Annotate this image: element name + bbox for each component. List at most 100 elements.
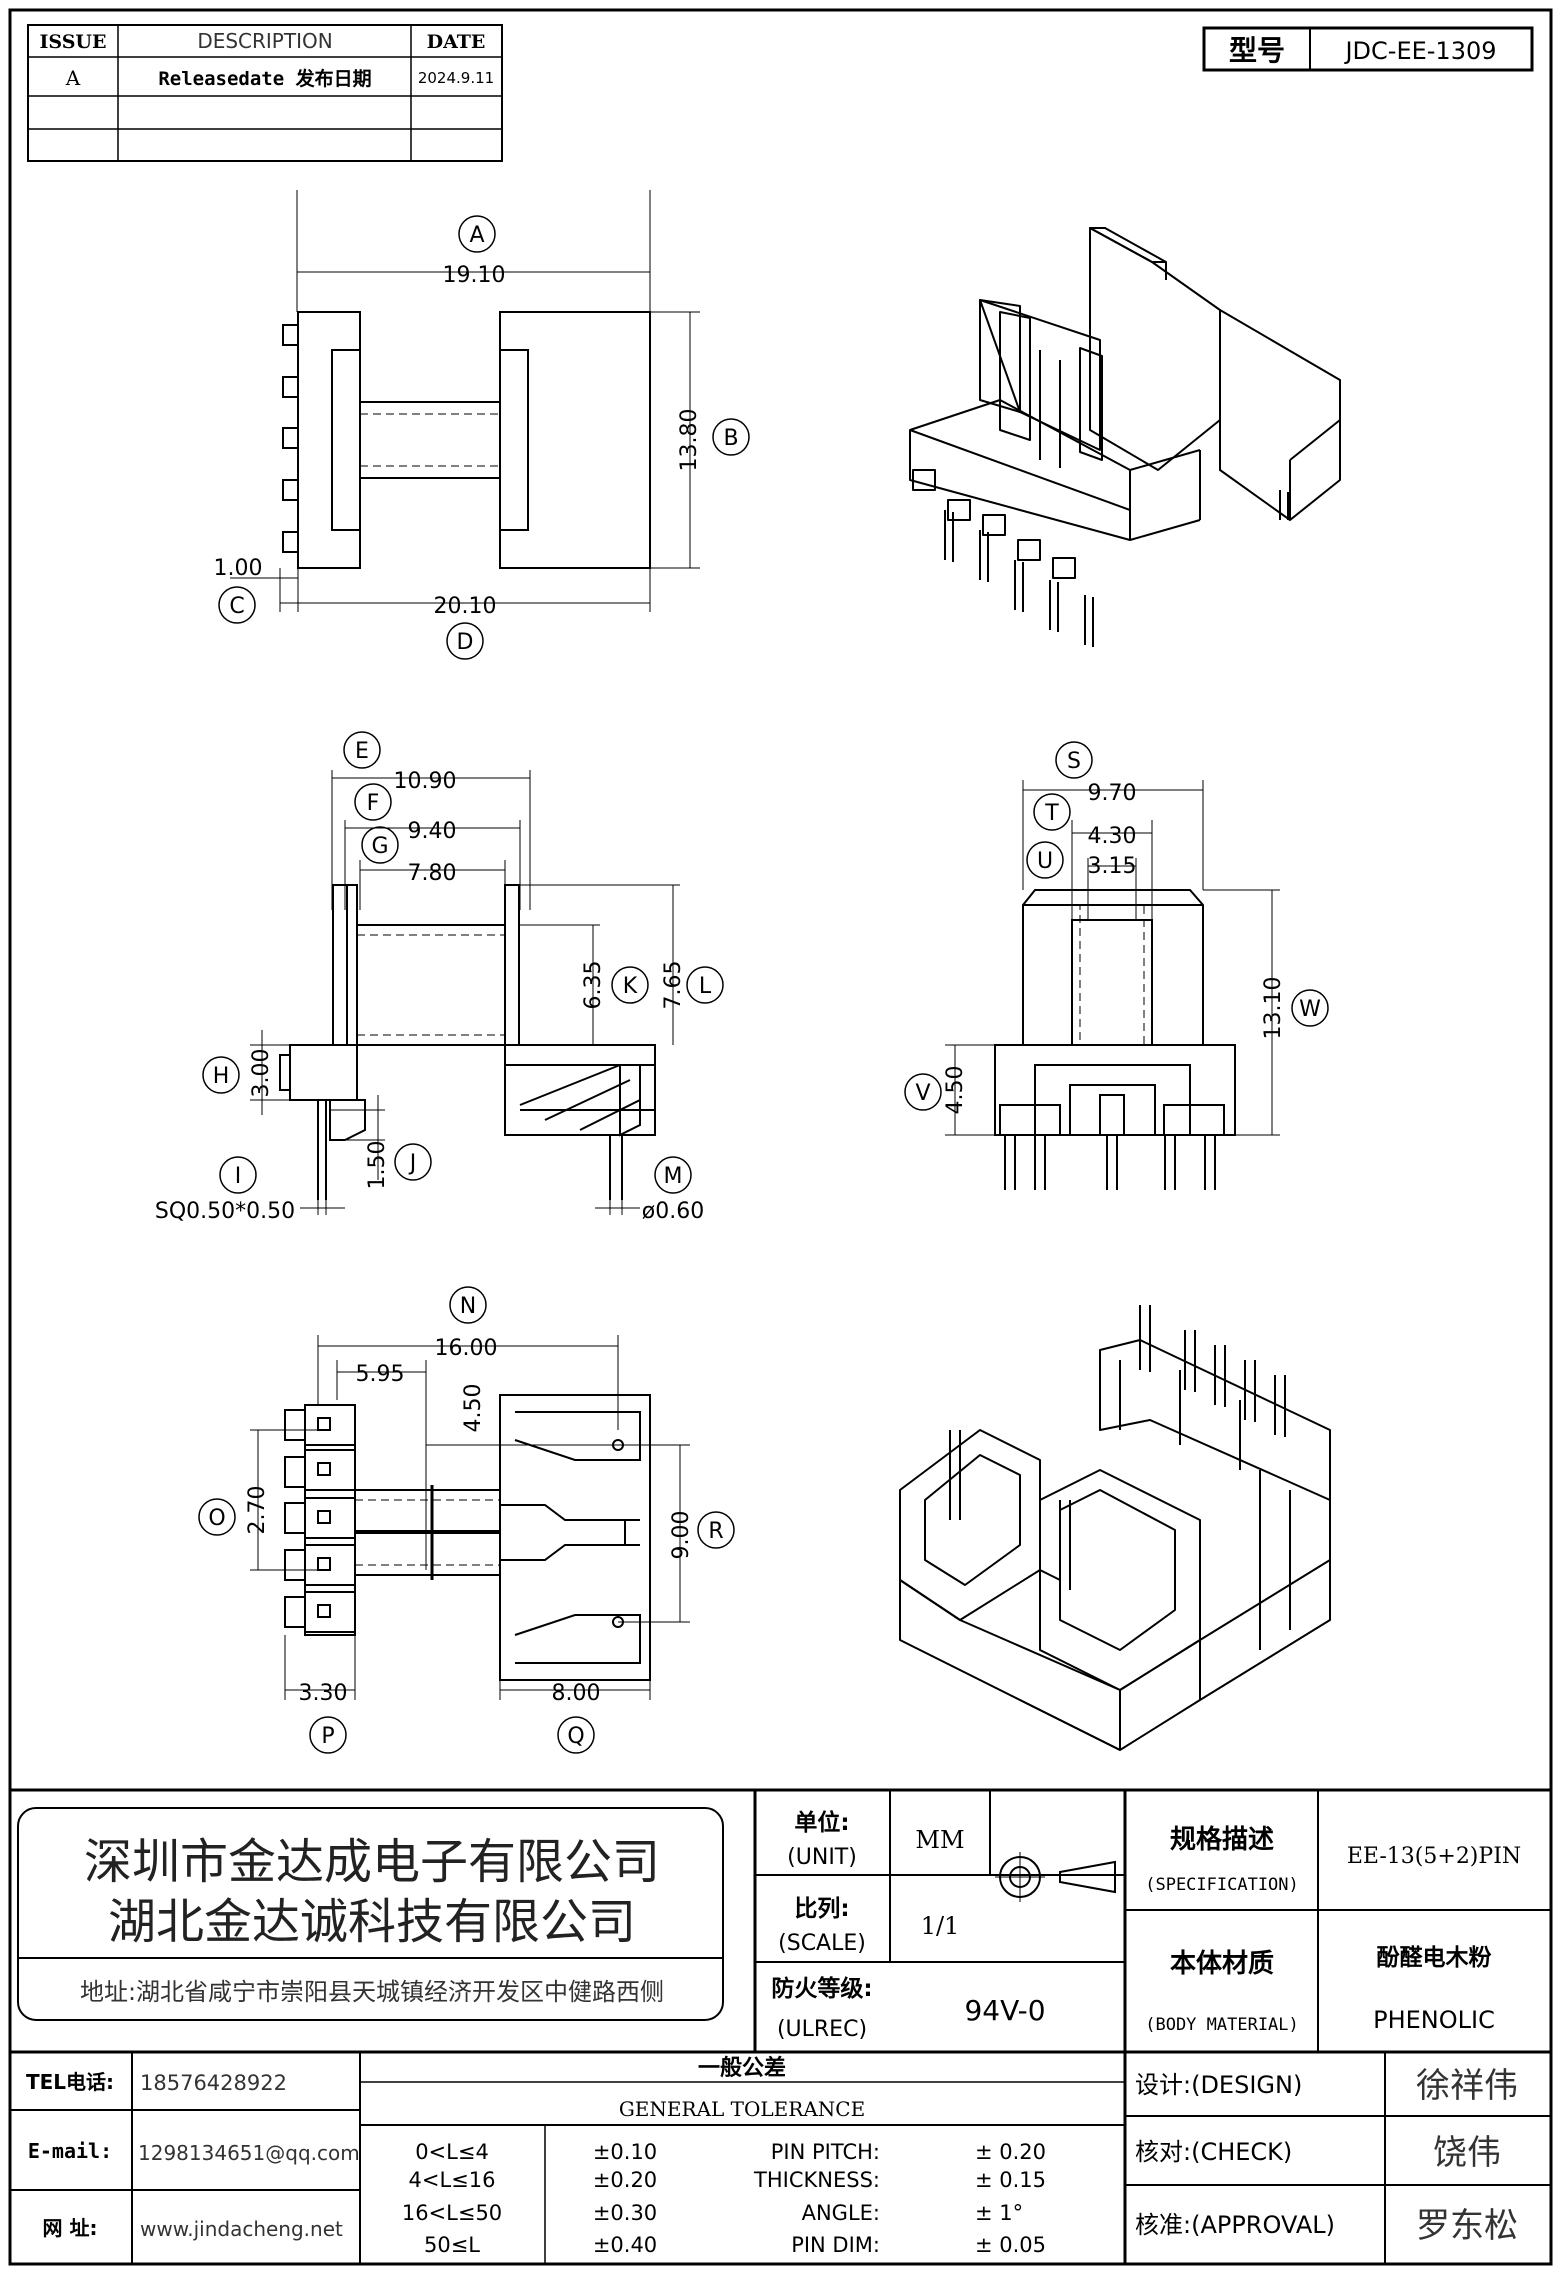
dim-label-B: B bbox=[723, 426, 738, 451]
dim-value-G: 7.80 bbox=[408, 861, 457, 886]
title-block-grid bbox=[10, 1788, 1551, 2264]
dim-label-O: O bbox=[208, 1506, 225, 1531]
email-label: E-mail: bbox=[28, 2139, 112, 2163]
tolerance-item-value-1: ± 0.20 bbox=[975, 2140, 1046, 2164]
dim-label-W: W bbox=[1299, 997, 1321, 1022]
dim-label-T: T bbox=[1044, 801, 1059, 826]
dim-value-U: 3.15 bbox=[1088, 854, 1137, 879]
ulrec-label-en: (ULREC) bbox=[777, 2017, 867, 2042]
dim-value-D: 20.10 bbox=[434, 594, 497, 619]
rev-row-issue: A bbox=[65, 66, 81, 90]
dim-label-E: E bbox=[355, 739, 369, 764]
tolerance-range-3: 16<L≤50 bbox=[402, 2201, 502, 2225]
dim-value-J: 1.50 bbox=[365, 1141, 390, 1190]
spec-label-cn: 规格描述 bbox=[1170, 1824, 1274, 1855]
front-view bbox=[904, 741, 1329, 1190]
tel-value: 18576428922 bbox=[140, 2071, 287, 2095]
ulrec-label-cn: 防火等级: bbox=[771, 1975, 872, 2002]
tolerance-icon bbox=[995, 1852, 1116, 1902]
front-view-pins bbox=[999, 1104, 1225, 1190]
tolerance-range-2: 4<L≤16 bbox=[409, 2168, 496, 2192]
company-name-line2: 湖北金达诚科技有限公司 bbox=[108, 1894, 636, 1950]
unit-label-en: (UNIT) bbox=[787, 1845, 857, 1870]
material-value-en: PHENOLIC bbox=[1373, 2006, 1495, 2034]
approval-label: 核准:(APPROVAL) bbox=[1135, 2211, 1335, 2239]
tolerance-item-3: ANGLE: bbox=[802, 2201, 880, 2225]
dim-value-I: SQ0.50*0.50 bbox=[155, 1199, 295, 1224]
dim-value-H: 3.00 bbox=[249, 1049, 274, 1098]
dim-value-K: 6.35 bbox=[581, 961, 606, 1010]
check-value: 饶伟 bbox=[1433, 2133, 1501, 2173]
dim-label-S: S bbox=[1067, 749, 1081, 774]
unit-label-cn: 单位: bbox=[794, 1809, 849, 1836]
front-view-labels: S 9.70 T 4.30 U 3.15 V 4.50 13.10 W bbox=[915, 749, 1321, 1114]
bottom-view bbox=[198, 1286, 735, 1754]
dim-label-N: N bbox=[460, 1294, 476, 1319]
tolerance-title-en: GENERAL TOLERANCE bbox=[619, 2097, 865, 2121]
dim-label-L: L bbox=[699, 974, 712, 999]
dim-label-M: M bbox=[664, 1164, 683, 1189]
scale-label-en: (SCALE) bbox=[778, 1931, 866, 1956]
design-value: 徐祥伟 bbox=[1416, 2066, 1518, 2106]
tolerance-item-value-4: ± 0.05 bbox=[975, 2233, 1046, 2257]
model-box: 型号 JDC-EE-1309 bbox=[1202, 26, 1534, 72]
dim-value-5-95: 5.95 bbox=[356, 1362, 405, 1387]
dim-value-S: 9.70 bbox=[1088, 781, 1137, 806]
dim-value-P: 3.30 bbox=[299, 1681, 348, 1706]
dim-value-F: 9.40 bbox=[408, 819, 457, 844]
tel-label: TEL电话: bbox=[26, 2070, 114, 2094]
rev-header-date: DATE bbox=[427, 31, 486, 53]
tolerance-item-1: PIN PITCH: bbox=[771, 2140, 880, 2164]
design-label: 设计:(DESIGN) bbox=[1135, 2071, 1302, 2099]
dim-label-P: P bbox=[321, 1724, 334, 1749]
dim-value-O: 2.70 bbox=[245, 1486, 270, 1535]
dim-value-V: 4.50 bbox=[943, 1066, 968, 1115]
tolerance-item-value-2: ± 0.15 bbox=[975, 2168, 1046, 2192]
tolerance-item-2: THICKNESS: bbox=[753, 2168, 880, 2192]
dim-label-K: K bbox=[623, 974, 638, 999]
dim-value-A: 19.10 bbox=[443, 263, 506, 288]
company-address: 地址:湖北省咸宁市崇阳县天城镇经济开发区中健路西侧 bbox=[80, 1978, 664, 2006]
dim-label-D: D bbox=[457, 630, 474, 655]
dim-label-R: R bbox=[708, 1519, 723, 1544]
email-value: 1298134651@qq.com bbox=[138, 2141, 360, 2165]
material-label-cn: 本体材质 bbox=[1170, 1949, 1274, 1979]
approval-value: 罗东松 bbox=[1416, 2206, 1518, 2246]
dim-value-B: 13.80 bbox=[677, 409, 702, 472]
revision-table: ISSUE DESCRIPTION DATE A Releasedate 发布日… bbox=[27, 24, 503, 162]
scale-label-cn: 比列: bbox=[794, 1896, 849, 1922]
title-block-text: 深圳市金达成电子有限公司 湖北金达诚科技有限公司 地址:湖北省咸宁市崇阳县天城镇… bbox=[26, 1809, 1521, 2257]
dim-label-J: J bbox=[408, 1151, 417, 1176]
model-value: JDC-EE-1309 bbox=[1343, 37, 1496, 65]
dim-label-F: F bbox=[367, 791, 380, 816]
tolerance-title-cn: 一般公差 bbox=[698, 2055, 786, 2081]
sheet-border bbox=[8, 8, 1553, 2266]
spec-label-en: (SPECIFICATION) bbox=[1145, 1875, 1299, 1895]
model-label: 型号 bbox=[1229, 34, 1285, 67]
dim-label-G: G bbox=[371, 834, 388, 859]
isometric-pins-top bbox=[912, 469, 1289, 647]
tolerance-value-3: ±0.30 bbox=[593, 2201, 657, 2225]
bottom-view-labels: N 16.00 5.95 4.50 O 2.70 9.00 R 3.30 P 8… bbox=[208, 1294, 723, 1749]
dim-value-W: 13.10 bbox=[1261, 977, 1286, 1040]
tolerance-value-2: ±0.20 bbox=[593, 2168, 657, 2192]
tolerance-value-1: ±0.10 bbox=[593, 2140, 657, 2164]
top-view bbox=[218, 190, 750, 660]
tolerance-item-4: PIN DIM: bbox=[791, 2233, 880, 2257]
material-label-en: (BODY MATERIAL) bbox=[1145, 2015, 1299, 2035]
side-view bbox=[202, 731, 724, 1215]
dim-value-L: 7.65 bbox=[661, 961, 686, 1010]
dim-label-Q: Q bbox=[567, 1724, 584, 1749]
rev-header-issue: ISSUE bbox=[40, 31, 107, 53]
unit-value: MM bbox=[915, 1826, 964, 1854]
dim-value-Q: 8.00 bbox=[552, 1681, 601, 1706]
dim-value-4-50: 4.50 bbox=[461, 1384, 486, 1433]
dim-label-C: C bbox=[229, 594, 244, 619]
dim-label-U: U bbox=[1037, 849, 1053, 874]
dim-value-M: ø0.60 bbox=[642, 1199, 704, 1224]
scale-value: 1/1 bbox=[921, 1912, 960, 1940]
web-value: www.jindacheng.net bbox=[140, 2217, 343, 2241]
material-value-cn: 酚醛电木粉 bbox=[1377, 1945, 1492, 1971]
dim-value-C: 1.00 bbox=[214, 556, 263, 581]
